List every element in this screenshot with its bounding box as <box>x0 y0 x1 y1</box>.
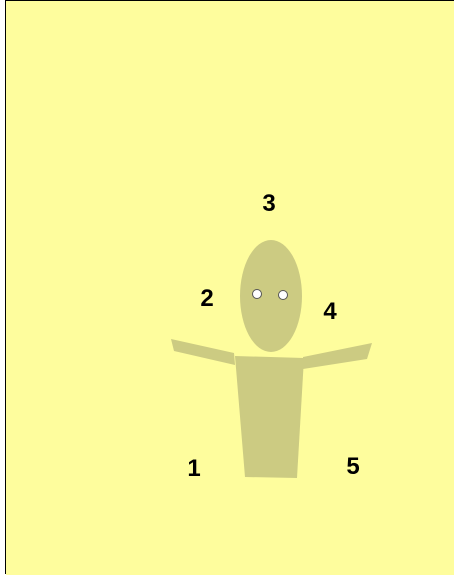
torso <box>235 356 304 478</box>
left-eye <box>253 290 262 299</box>
label-5: 5 <box>346 453 359 480</box>
background <box>6 1 454 575</box>
label-2: 2 <box>200 285 213 312</box>
label-3: 3 <box>262 190 275 217</box>
right-eye <box>279 291 288 300</box>
head <box>240 240 302 352</box>
label-4: 4 <box>323 298 337 325</box>
label-1: 1 <box>187 455 200 482</box>
figure-diagram-svg: 1 2 3 4 5 <box>6 1 454 575</box>
diagram-canvas: 1 2 3 4 5 <box>5 0 454 574</box>
